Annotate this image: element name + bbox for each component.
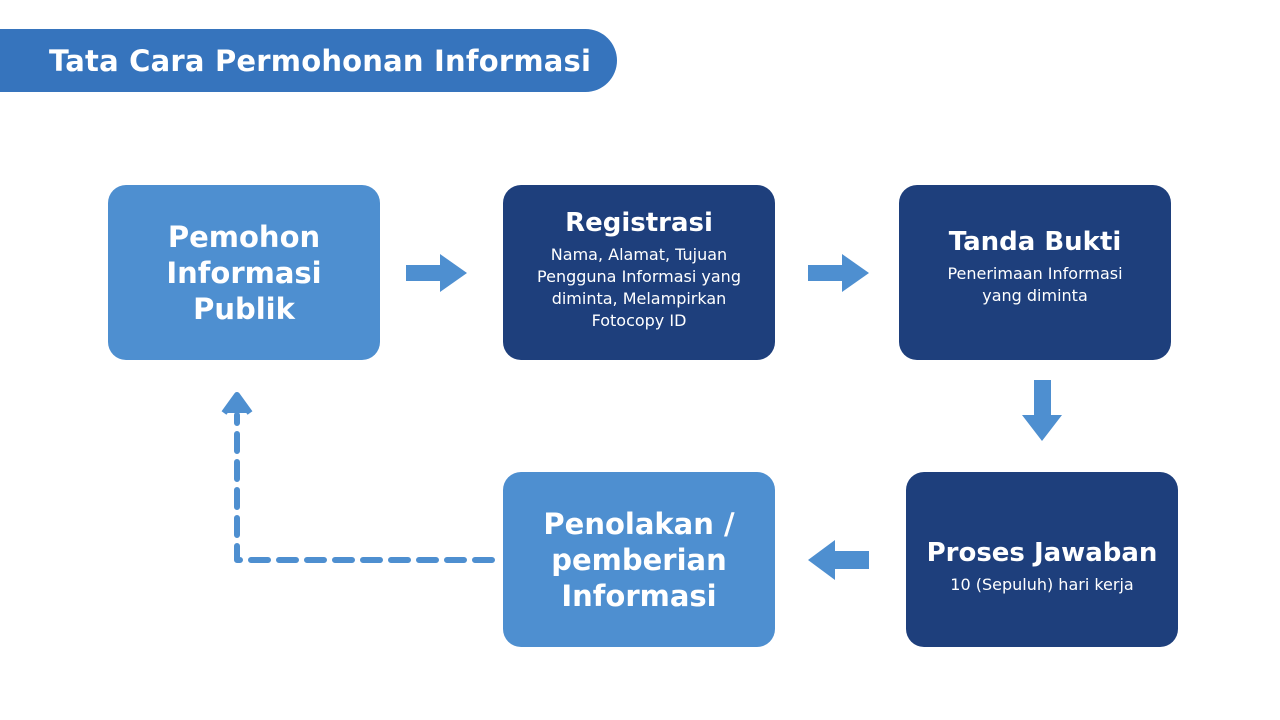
step-penolakan-title: Penolakan / pemberian Informasi [543,506,735,613]
step-proses-jawaban-desc: 10 (Sepuluh) hari kerja [950,575,1134,594]
step-pemohon-title: Pemohon Informasi Publik [166,219,322,326]
step-proses-jawaban-box: Proses Jawaban 10 (Sepuluh) hari kerja [906,472,1178,647]
page-title: Tata Cara Permohonan Informasi [49,43,592,78]
step-registrasi-box: Registrasi Nama, Alamat, Tujuan Pengguna… [503,185,775,360]
step-tanda-bukti-desc: Penerimaan Informasi yang diminta [947,264,1123,305]
arrow-up-icon [221,392,253,415]
step-registrasi-title: Registrasi [565,208,713,238]
step-tanda-bukti-title: Tanda Bukti [948,227,1122,257]
step-pemohon-box: Pemohon Informasi Publik [108,185,380,360]
arrow-down-icon [1022,380,1062,441]
step-registrasi-desc: Nama, Alamat, Tujuan Pengguna Informasi … [537,245,741,330]
arrow-right-icon [808,254,869,292]
dashed-return-line [234,412,495,563]
step-proses-jawaban-title: Proses Jawaban [926,538,1158,568]
step-penolakan-box: Penolakan / pemberian Informasi [503,472,775,647]
arrow-left-icon [808,540,869,580]
arrow-right-icon [406,254,467,292]
step-tanda-bukti-box: Tanda Bukti Penerimaan Informasi yang di… [899,185,1171,360]
header-banner: Tata Cara Permohonan Informasi [0,29,617,92]
